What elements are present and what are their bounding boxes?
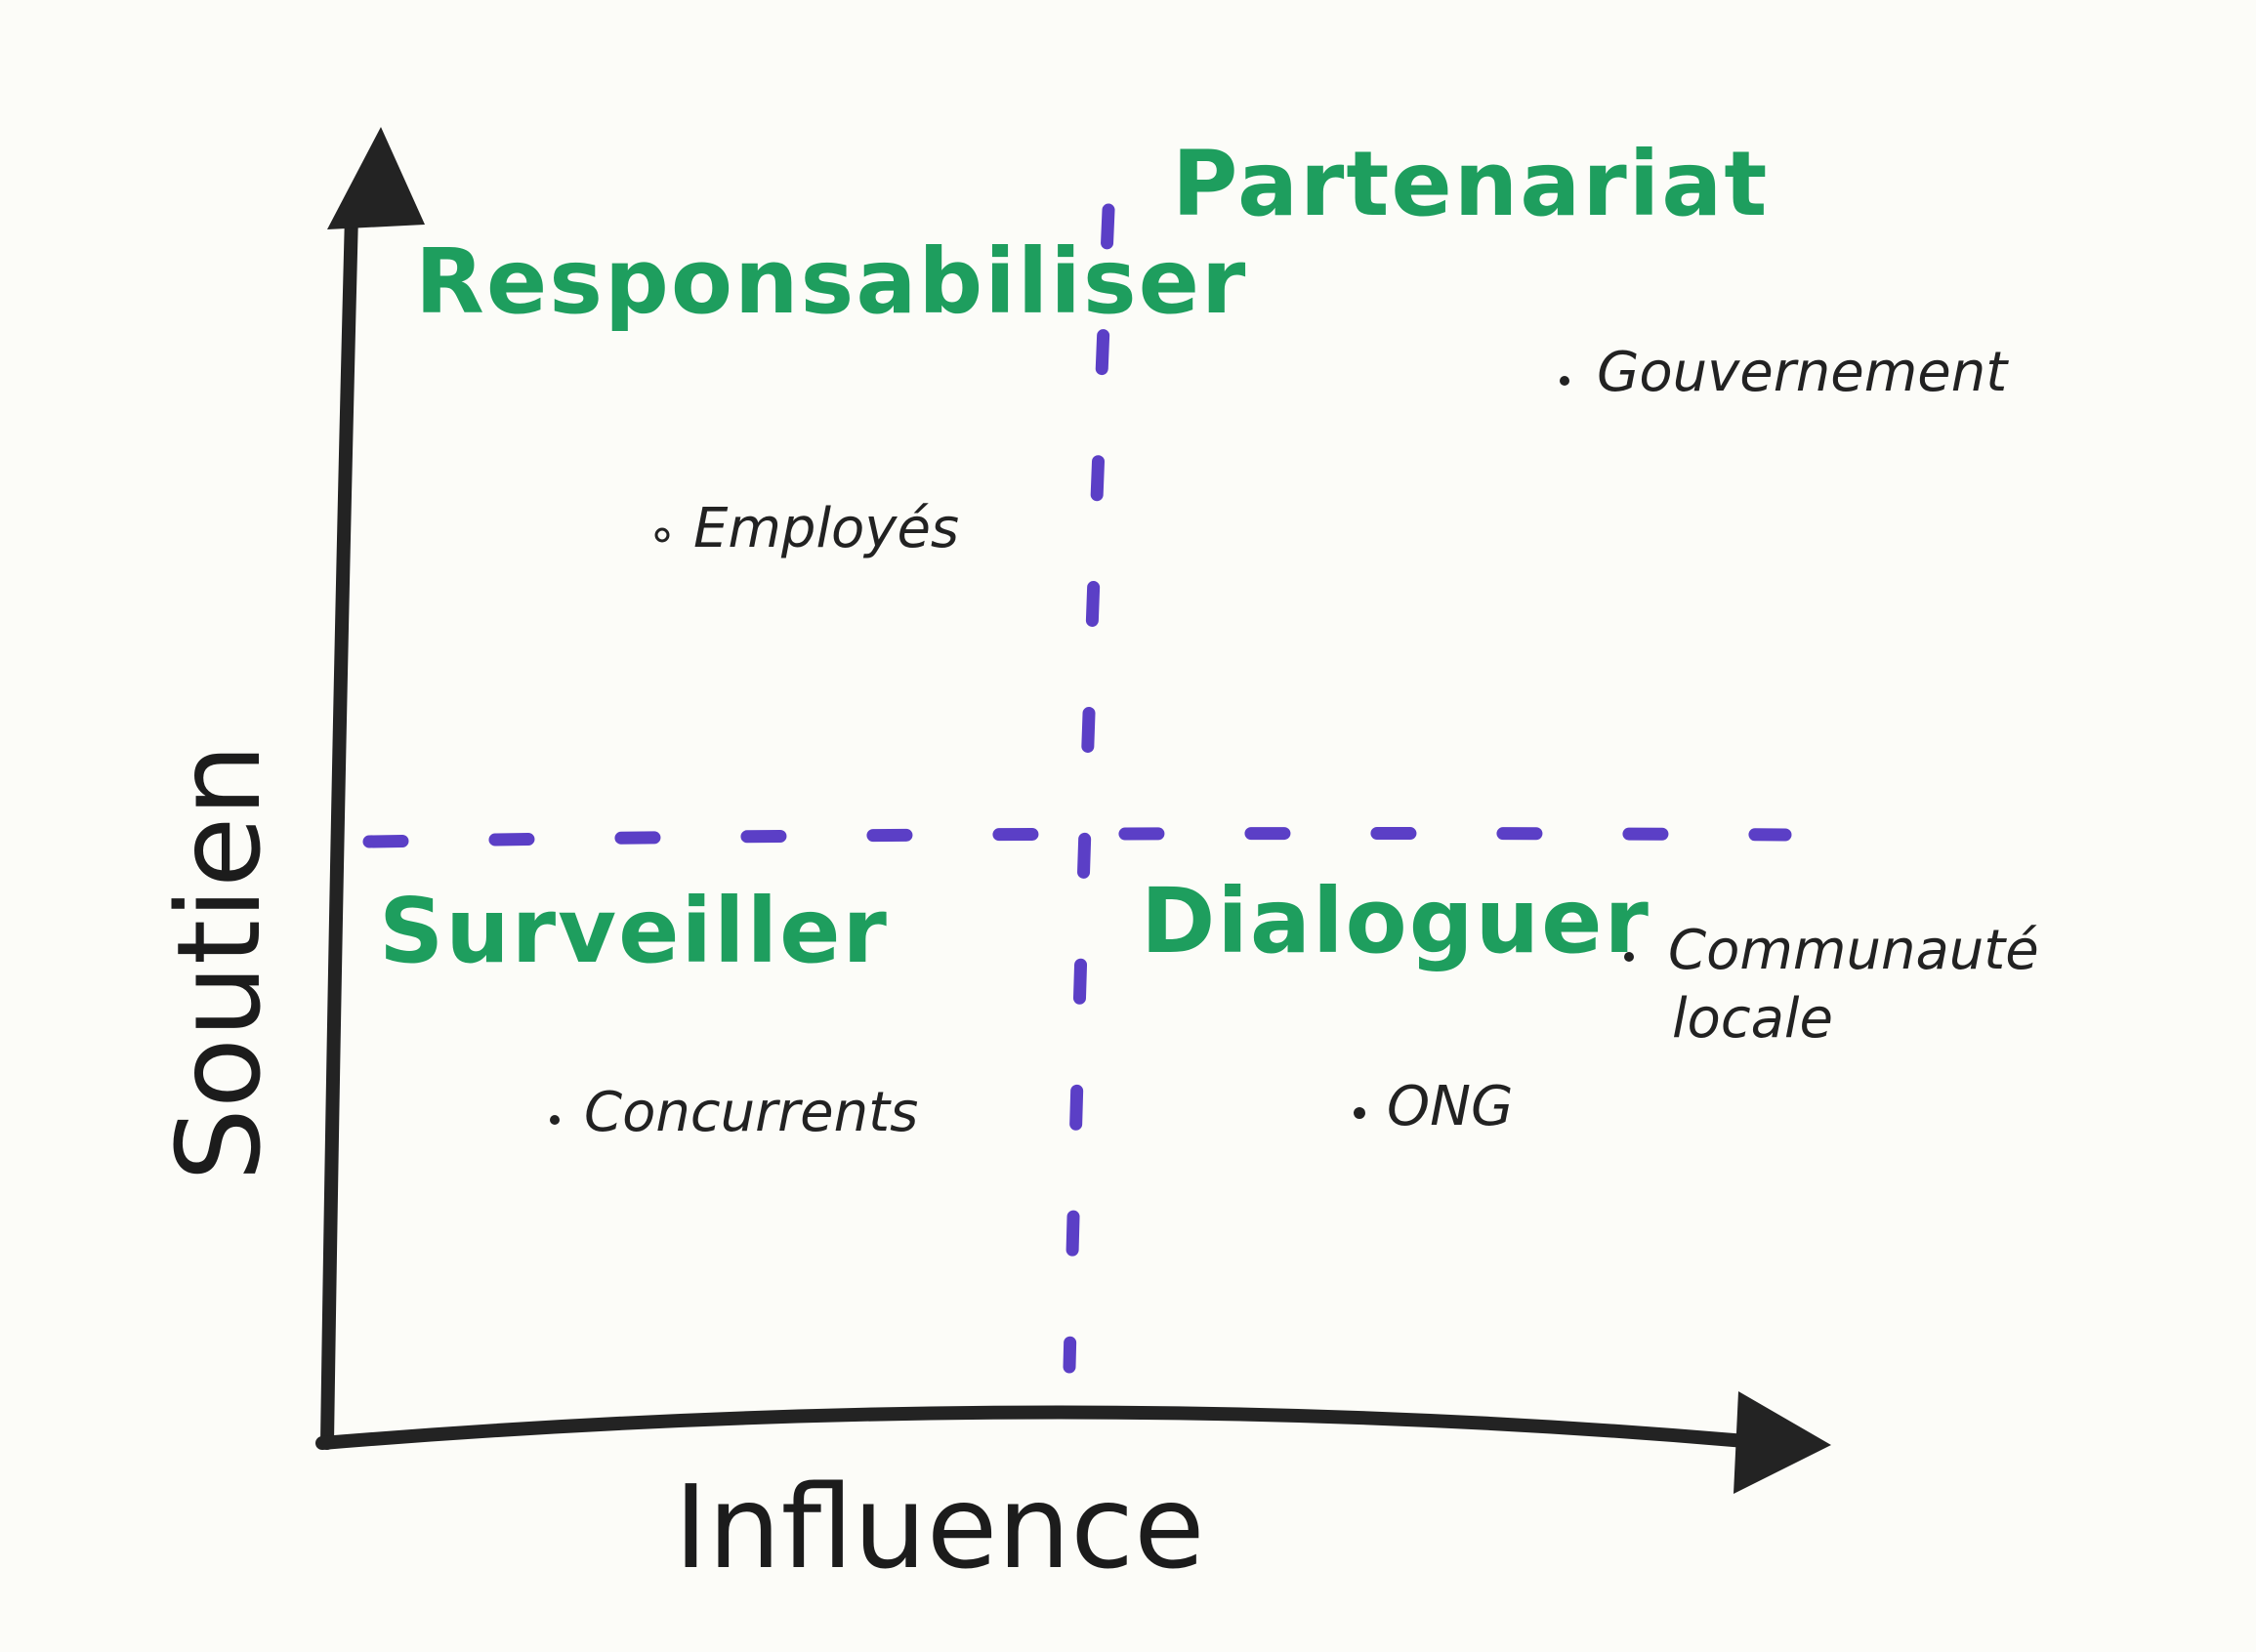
quadrant-label-top-right: Partenariat [1172, 132, 1769, 236]
bullet-icon [1624, 952, 1634, 962]
stakeholder-employes: Employés [693, 497, 959, 560]
y-axis-line [320, 208, 358, 1450]
quadrant-label-top-left: Responsabiliser [415, 229, 1247, 334]
x-axis-label: Influence [674, 1460, 1205, 1594]
bullet-icon [1354, 1107, 1365, 1119]
x-axis-arrowhead [1734, 1391, 1831, 1494]
horizontal-divider [362, 827, 1792, 848]
y-axis-arrowhead [327, 127, 425, 229]
stakeholder-gouvernement: Gouvernement [1597, 341, 2009, 404]
stakeholder-ong: ONG [1387, 1075, 1513, 1138]
quadrant-label-bottom-right: Dialoguer [1141, 869, 1650, 973]
stakeholder-concurrents: Concurrents [584, 1081, 918, 1144]
y-axis-label: Soutien [151, 744, 286, 1181]
bullet-icon [550, 1115, 560, 1125]
bullet-icon [1560, 376, 1569, 386]
stakeholder-communaute-line1: Communauté [1668, 919, 2039, 982]
quadrant-label-bottom-left: Surveiller [379, 879, 889, 983]
x-axis-line [315, 1405, 1775, 1450]
bullet-icon [654, 527, 670, 543]
vertical-divider [1063, 203, 1115, 1374]
stakeholder-communaute-line2: locale [1672, 987, 1833, 1051]
